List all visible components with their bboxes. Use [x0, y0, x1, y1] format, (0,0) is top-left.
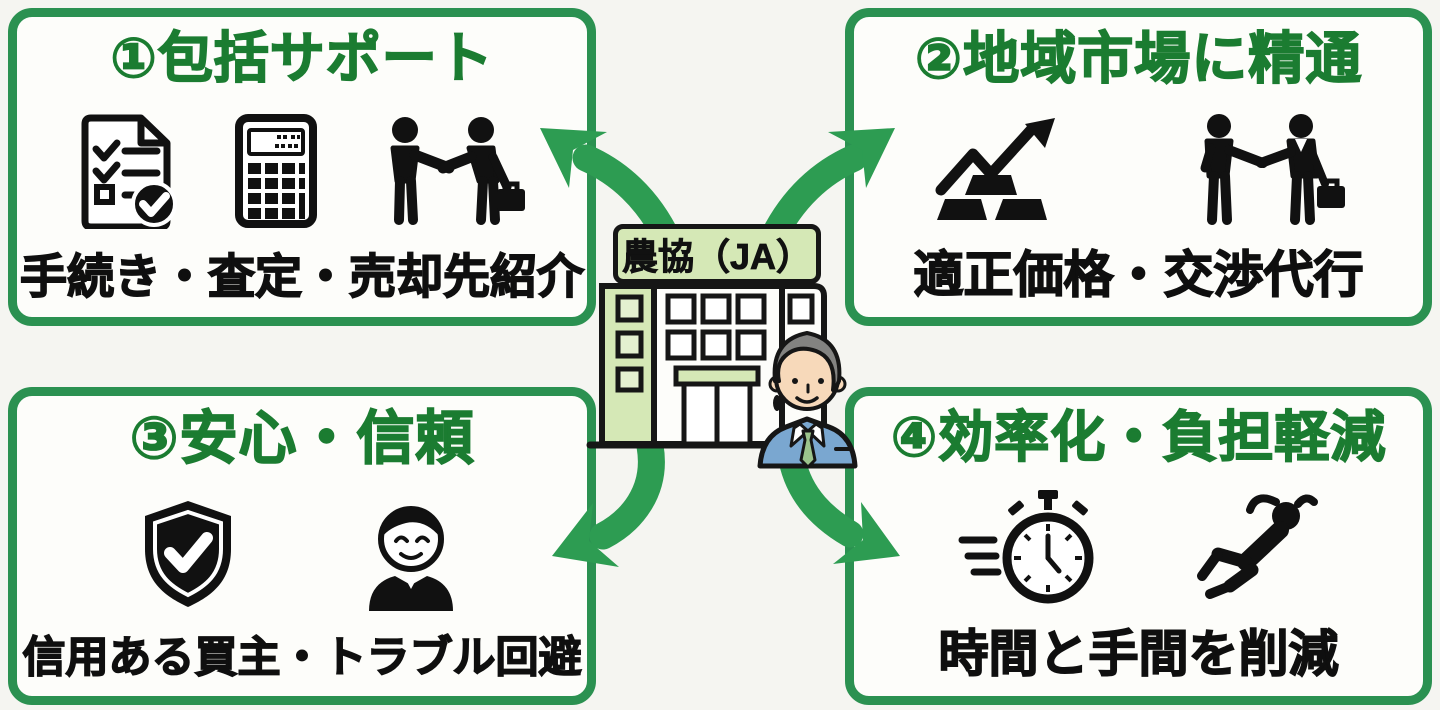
- benefit-1-icons: [77, 90, 527, 251]
- benefit-box-3: ③安心・信頼 信用ある買主・トラブル回避: [8, 387, 596, 705]
- checklist-document-icon: [81, 114, 177, 229]
- benefit-4-icons: [954, 469, 1324, 627]
- benefit-1-title: ①包括サポート: [109, 26, 494, 90]
- benefit-2-title: ②地域市場に精通: [914, 26, 1363, 91]
- benefit-1-caption: 手続き・査定・売却先紹介: [19, 250, 585, 304]
- benefit-4-title: ④効率化・負担軽減: [890, 405, 1387, 469]
- relaxing-person-icon: [1196, 494, 1318, 600]
- business-handshake-icon: [1200, 113, 1345, 225]
- speed-stopwatch-icon: [958, 490, 1093, 604]
- businessman-icon: [757, 331, 858, 469]
- smiling-person-icon: [369, 505, 453, 611]
- benefit-box-4: ④効率化・負担軽減: [845, 387, 1432, 705]
- benefit-2-icons: [929, 91, 1349, 248]
- benefit-2-caption: 適正価格・交渉代行: [913, 247, 1365, 304]
- benefit-box-2: ②地域市場に精通: [845, 8, 1432, 326]
- benefit-4-caption: 時間と手間を削減: [938, 626, 1340, 683]
- benefit-3-caption: 信用ある買主・トラブル回避: [22, 633, 583, 682]
- market-growth-icon: [935, 117, 1055, 220]
- ja-building-icon: [586, 283, 827, 449]
- ja-sign: 農協（JA）: [613, 224, 821, 284]
- benefit-box-1: ①包括サポート: [8, 8, 596, 326]
- calculator-icon: [235, 113, 317, 228]
- handshake-icon: [390, 116, 525, 225]
- shield-check-icon: [145, 500, 231, 607]
- benefit-3-icons: [137, 473, 467, 635]
- benefit-3-title: ③安心・信頼: [129, 405, 475, 472]
